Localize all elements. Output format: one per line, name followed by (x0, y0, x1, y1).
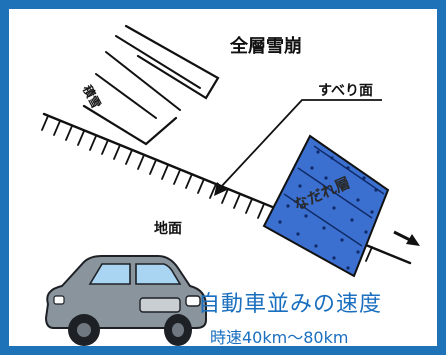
speed-heading: 自動車並みの速度 (198, 292, 383, 317)
ground-label: 地面 (154, 221, 182, 237)
slip-surface-leader (219, 99, 382, 189)
avalanche-layer (262, 134, 390, 278)
speed-range: 時速40km〜80km (210, 328, 349, 347)
upper-slope-line (124, 24, 220, 100)
slip-surface-arrowhead (214, 182, 227, 196)
slip-surface-label: すべり面 (318, 83, 374, 99)
car-icon (44, 255, 207, 346)
diagram-title: 全層雪崩 (230, 36, 302, 57)
illustration (41, 24, 420, 346)
arrow-icon (393, 230, 420, 246)
diagram-stage: 全層雪崩 すべり面 地面 積雪 なだれ層 自動車並みの速度 時速40km〜80k… (18, 18, 446, 355)
snowpack-layers (95, 35, 201, 119)
snowpack-boundary (82, 104, 178, 146)
avalanche-strokes (283, 145, 385, 247)
